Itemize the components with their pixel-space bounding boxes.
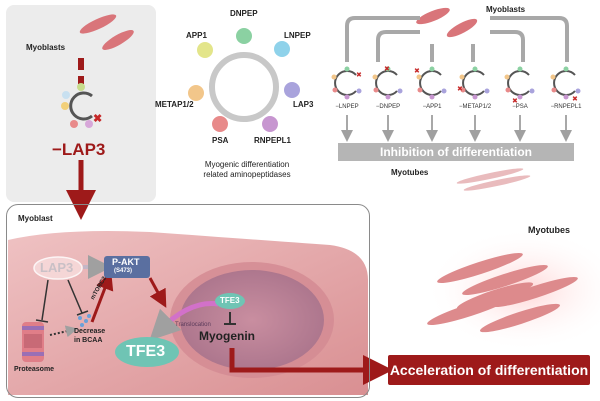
lap3-node-label: LAP3 [40, 260, 74, 275]
enzyme-label-psa: PSA [212, 136, 229, 145]
acceleration-box: Acceleration of differentiation [388, 355, 590, 385]
translocation-arrow [149, 301, 219, 341]
svg-text:✖: ✖ [414, 68, 420, 75]
decrease-label-line1: Decrease [74, 328, 106, 335]
svg-text:✖: ✖ [356, 72, 362, 79]
decrease-label-line2: in BCAA [74, 337, 103, 344]
caption-line2: related aminopeptidases [203, 170, 291, 179]
knockdown-label-dnpep: −DNPEP [375, 104, 401, 110]
mechanism-frame [6, 204, 370, 398]
myoblast-label: Myoblast [18, 214, 53, 223]
tfe3-small-label: TFE3 [220, 296, 240, 305]
knockdown-label-lnpep: −LNPEP [335, 104, 359, 110]
pakt-label: P-AKT [112, 257, 140, 267]
svg-text:✖: ✖ [512, 98, 518, 105]
knockdown-label-rnpepl1: −RNPEPL1 [550, 104, 582, 110]
enzyme-label-app1: APP1 [186, 31, 207, 40]
enzyme-label-rnpepl1: RNPEPL1 [254, 136, 291, 145]
lap3-knockdown-diagram: ✖ [61, 83, 102, 128]
knockdown-circles: ✖ ✖ ✖ ✖ ✖ ✖ [331, 66, 581, 105]
p-akt-node [104, 256, 150, 278]
svg-text:✖: ✖ [384, 66, 390, 73]
myoblasts-label-left: Myoblasts [26, 43, 66, 52]
enzyme-label-dnpep: DNPEP [230, 9, 258, 18]
branch-arrows [345, 16, 569, 62]
knockdown-label-app1: −APP1 [422, 104, 442, 110]
enzyme-label-metap: METAP1/2 [155, 100, 194, 109]
proteasome-icon [22, 322, 44, 362]
lap3-knockdown-label: −LAP3 [52, 140, 106, 159]
myoblast-cells-left [79, 14, 134, 50]
bcaa-dots-icon [78, 314, 91, 327]
inhibition-label: Inhibition of differentiation [380, 145, 532, 159]
myotubes-large [425, 228, 600, 352]
enzyme-label-lap3: LAP3 [293, 100, 314, 109]
myogenin-to-acceleration-arrow [229, 348, 393, 385]
myogenin-label: Myogenin [199, 329, 255, 343]
myotubes-label-large: Myotubes [528, 225, 571, 235]
translocation-label: Translocation [175, 322, 211, 328]
myotubes-label-small: Myotubes [391, 168, 429, 177]
proteasome-label: Proteasome [14, 366, 55, 373]
svg-text:✖: ✖ [572, 96, 578, 103]
lap3-node [33, 256, 83, 280]
svg-text:✖: ✖ [93, 113, 102, 125]
inhibition-bar: Inhibition of differentiation [338, 143, 574, 161]
myotubes-small [456, 168, 531, 191]
caption-line1: Myogenic differentiation [204, 160, 290, 169]
down-arrows [341, 115, 572, 142]
svg-text:✖: ✖ [457, 86, 463, 93]
myoblast-cells-right [416, 7, 478, 38]
enzyme-label-lnpep: LNPEP [284, 31, 311, 40]
aminopeptidase-ring [188, 28, 300, 132]
tfe3-large-node [115, 337, 179, 367]
tfe3-large-label: TFE3 [126, 343, 166, 360]
pakt-sub-label: (S473) [114, 268, 133, 274]
knockdown-label-metap: −METAP1/2 [458, 104, 492, 110]
myoblasts-label-right: Myoblasts [486, 5, 526, 14]
tfe3-small-node [215, 293, 245, 309]
acceleration-label: Acceleration of differentiation [389, 362, 589, 378]
knockdown-label-psa: −PSA [512, 104, 528, 110]
